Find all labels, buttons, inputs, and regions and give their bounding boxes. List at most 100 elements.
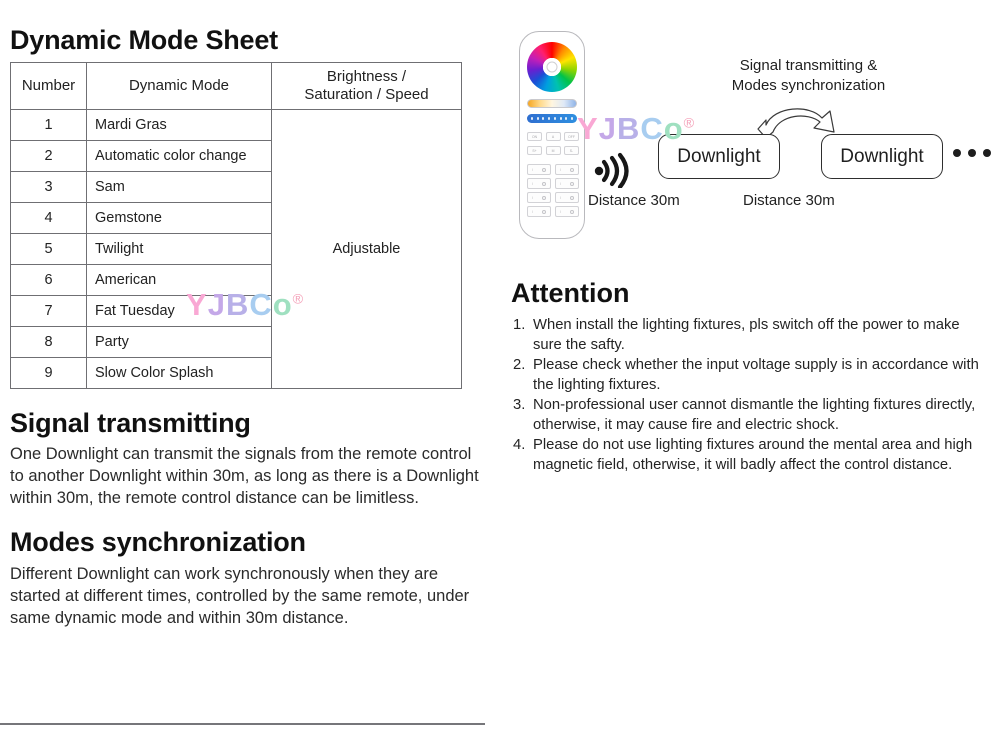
zone-off-icon (569, 195, 574, 200)
attention-section: Attention When install the lighting fixt… (511, 278, 991, 476)
slider-tick (530, 117, 533, 120)
slider-tick (559, 117, 562, 120)
ellipsis-dot (953, 149, 961, 157)
modes-synchronization-section: Modes synchronization Different Downligh… (10, 527, 480, 630)
zone-on-mark: I (532, 167, 534, 172)
sync-label: Signal transmitting & Modes synchronizat… (701, 56, 916, 97)
zone-button: I (527, 178, 551, 189)
bidirectional-arrow-icon (748, 98, 843, 142)
table-row: 6 American (10, 263, 462, 296)
signal-transmitting-section: Signal transmitting One Downlight can tr… (10, 407, 480, 511)
cell-mode: Twilight (86, 232, 272, 265)
cell-mode: American (86, 263, 272, 296)
attention-item: When install the lighting fixtures, pls … (513, 316, 960, 353)
table-row: 3 Sam (10, 170, 462, 203)
color-wheel-icon (527, 42, 577, 92)
table-row: 5 Twilight (10, 232, 462, 265)
page-title: Dynamic Mode Sheet (10, 25, 278, 55)
ellipsis-dot (968, 149, 976, 157)
cell-number: 8 (10, 325, 87, 358)
watermark-letter-b: B (616, 111, 641, 146)
zone-off-icon (541, 195, 546, 200)
cell-number: 3 (10, 170, 87, 203)
footer-divider (0, 723, 485, 725)
left-column: Dynamic Mode Sheet Number Dynamic Mode B… (10, 25, 480, 630)
brightness-slider (527, 114, 577, 123)
cell-mode: Fat Tuesday (86, 294, 272, 327)
cell-mode: Gemstone (86, 201, 272, 234)
remote-speed-up-button: S+ (527, 146, 542, 155)
cell-adjustable: Adjustable (271, 108, 462, 389)
zone-button: I (527, 164, 551, 175)
sync-label-line-2: Modes synchronization (731, 77, 886, 95)
table-body: 1 Mardi Gras Adjustable 2 Automatic colo… (10, 108, 462, 389)
dynamic-mode-table: Number Dynamic Mode Brightness / Saturat… (10, 61, 462, 389)
zone-on-mark: I (560, 181, 562, 186)
slider-tick (553, 117, 556, 120)
distance-label-2: Distance 30m (743, 192, 835, 209)
continuation-ellipsis-icon (953, 149, 991, 157)
zone-on-mark: I (560, 167, 562, 172)
zone-button: I (555, 206, 579, 217)
cell-mode: Sam (86, 170, 272, 203)
zone-on-mark: I (532, 181, 534, 186)
remote-a-button: A (545, 132, 561, 141)
color-temperature-slider (527, 99, 577, 108)
sync-label-line-1: Signal transmitting & (739, 57, 878, 74)
zone-on-mark: I (532, 209, 534, 214)
watermark-registered-icon: ® (683, 115, 696, 132)
table-row: 7 Fat Tuesday (10, 294, 462, 327)
remote-on-button: ON (527, 132, 542, 141)
cell-mode: Party (86, 325, 272, 358)
slider-tick (565, 117, 568, 120)
modes-synchronization-title: Modes synchronization (10, 527, 306, 558)
attention-item: Please do not use lighting fixtures arou… (513, 436, 973, 473)
remote-mode-button: M (545, 146, 561, 155)
cell-mode: Slow Color Splash (86, 356, 272, 389)
slider-tick (542, 117, 545, 120)
table-header-row: Number Dynamic Mode Brightness / Saturat… (10, 61, 462, 110)
zone-button: I (555, 164, 579, 175)
zone-off-icon (541, 167, 546, 172)
table-row: 8 Party (10, 325, 462, 358)
remote-control-illustration: ON A OFF S+ M S- I I I I I I I I (519, 31, 585, 239)
header-line-2: Saturation / Speed (304, 85, 429, 103)
zone-button: I (527, 206, 551, 217)
cell-number: 7 (10, 294, 87, 327)
attention-list: When install the lighting fixtures, pls … (511, 316, 991, 475)
slider-tick (571, 117, 574, 120)
column-header-number: Number (10, 61, 87, 110)
downlight-box-2: Downlight (821, 134, 943, 179)
header-line-1: Brightness / (326, 68, 407, 85)
attention-item: Non-professional user cannot dismantle t… (513, 396, 976, 433)
cell-mode: Mardi Gras (86, 108, 272, 141)
column-header-dynamic-mode: Dynamic Mode (86, 61, 272, 110)
slider-tick (548, 117, 551, 120)
attention-title: Attention (511, 278, 630, 308)
cell-mode: Automatic color change (86, 139, 272, 172)
cell-number: 5 (10, 232, 87, 265)
modes-synchronization-body: Different Downlight can work synchronous… (10, 564, 470, 627)
ellipsis-dot (983, 149, 991, 157)
zone-off-icon (541, 181, 546, 186)
zone-button: I (555, 192, 579, 203)
zone-on-mark: I (560, 195, 562, 200)
cell-number: 1 (10, 108, 87, 141)
cell-number: 6 (10, 263, 87, 296)
zone-off-icon (569, 181, 574, 186)
zone-on-mark: I (532, 195, 534, 200)
remote-zone-button-grid: I I I I I I I I (527, 164, 579, 217)
zone-on-mark: I (560, 209, 562, 214)
signal-transmitting-body: One Downlight can transmit the signals f… (10, 445, 479, 508)
table-row: 1 Mardi Gras Adjustable (10, 108, 462, 389)
zone-button: I (555, 178, 579, 189)
signal-waves-icon (593, 152, 635, 190)
zone-off-icon (569, 209, 574, 214)
table-row: 4 Gemstone (10, 201, 462, 234)
signal-transmitting-title: Signal transmitting (10, 407, 251, 438)
table-row: 9 Slow Color Splash (10, 356, 462, 389)
attention-item: Please check whether the input voltage s… (513, 356, 979, 393)
remote-second-button-row: S+ M S- (527, 146, 579, 155)
cell-number: 2 (10, 139, 87, 172)
zone-off-icon (569, 167, 574, 172)
